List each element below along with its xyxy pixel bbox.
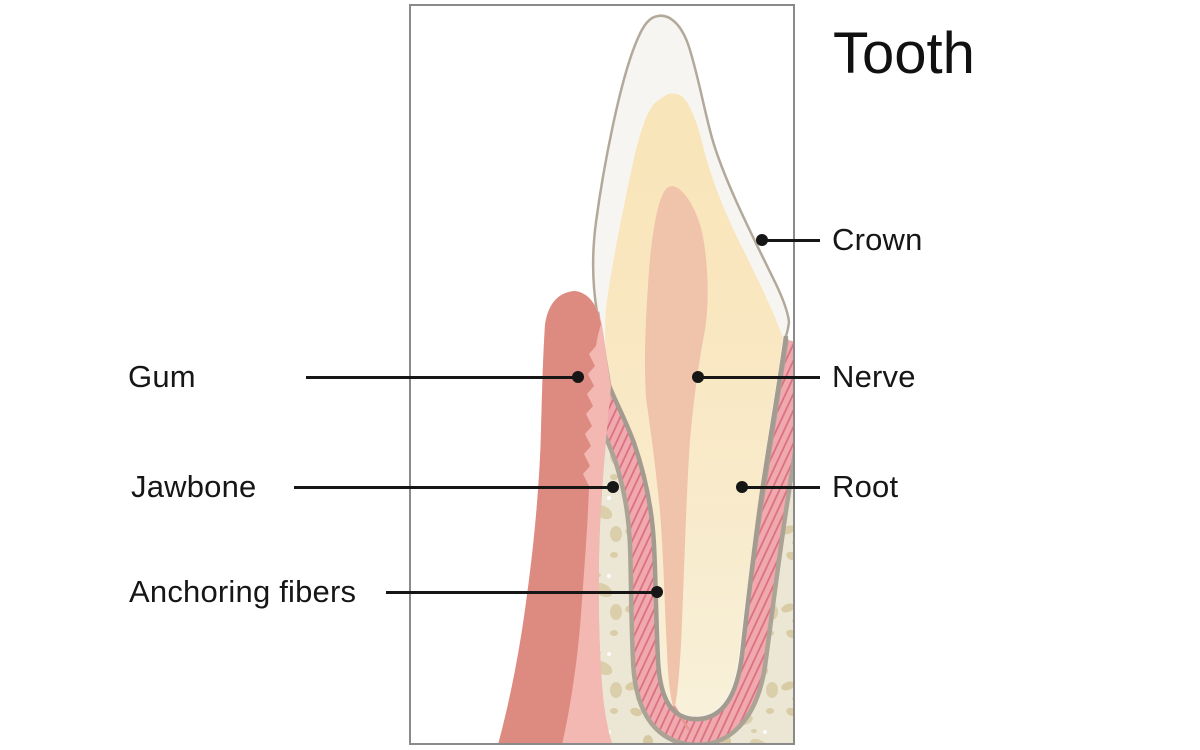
- anchoring-fibers-pointer-dot: [651, 586, 663, 598]
- root-pointer-dot: [736, 481, 748, 493]
- jawbone-leader-line: [294, 485, 609, 489]
- diagram-title: Tooth: [833, 21, 975, 86]
- tooth-shape: [591, 14, 791, 731]
- crown-leader-line: [766, 238, 820, 242]
- root-outline: [594, 311, 789, 722]
- nerve-pulp-shape: [644, 186, 708, 710]
- anchoring-fibers-shape: [572, 332, 794, 744]
- label-anchoring-fibers: Anchoring fibers: [129, 574, 357, 609]
- nerve-pointer-dot: [692, 371, 704, 383]
- diagram-frame: [409, 4, 795, 745]
- crown-pointer-dot: [756, 234, 768, 246]
- root-leader-line: [746, 485, 820, 489]
- label-gum: Gum: [128, 359, 196, 394]
- gum-shape: [498, 291, 613, 744]
- label-crown: Crown: [832, 222, 923, 257]
- nerve-leader-line: [702, 375, 820, 379]
- jawbone-pointer-dot: [607, 481, 619, 493]
- label-jawbone: Jawbone: [131, 469, 257, 504]
- anchoring-fibers-leader-line: [386, 590, 653, 594]
- gum-pointer-dot: [572, 371, 584, 383]
- gum-dark-shape: [498, 291, 601, 744]
- gum-leader-line: [306, 375, 574, 379]
- label-nerve: Nerve: [832, 359, 916, 394]
- dentin-shape: [605, 93, 783, 717]
- label-root: Root: [832, 469, 899, 504]
